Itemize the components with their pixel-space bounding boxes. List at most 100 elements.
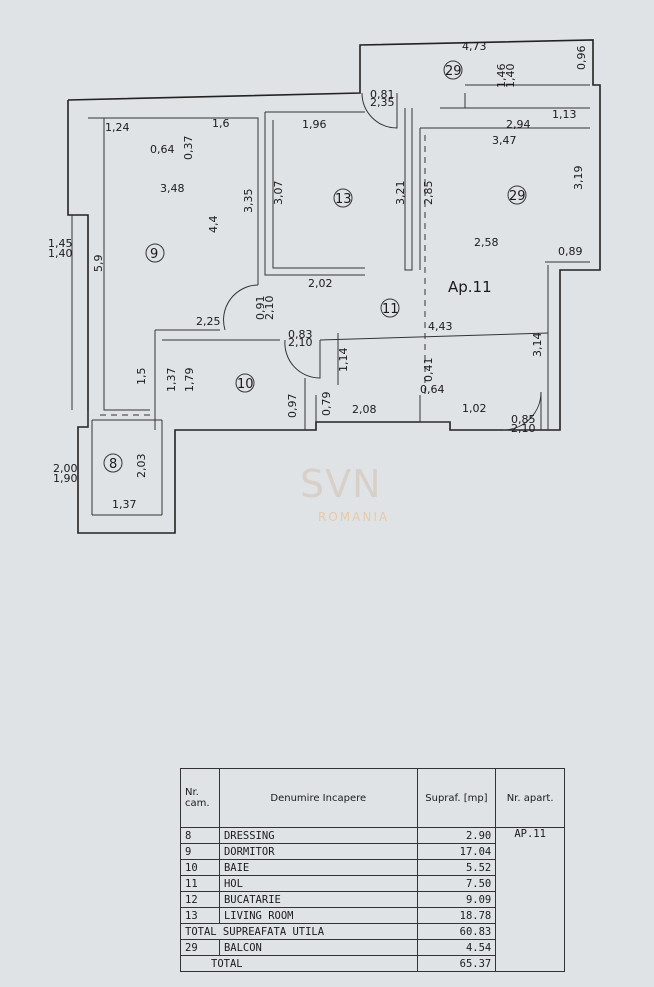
row-area: 4.54: [416, 939, 497, 956]
row-nr: 29: [180, 939, 220, 956]
room-number-13: 29: [509, 189, 526, 204]
dimension-label: 0,85: [511, 413, 536, 426]
dimension-label: 0,37: [182, 136, 195, 161]
walls: [67, 39, 601, 534]
dimension-label: 0,81: [370, 88, 395, 101]
dimension-label: 0,64: [420, 383, 445, 396]
dimension-label: 2,58: [474, 236, 499, 249]
dimension-label: 2,10: [263, 296, 276, 321]
room-number-12: 13: [335, 192, 352, 207]
dimension-label: 1,90: [53, 472, 78, 485]
room-numbers: 9 13 29 11 10 8 29 Ap.11: [103, 60, 527, 473]
dimension-label: 0,41: [422, 358, 435, 383]
dimension-label: 5,9: [92, 255, 105, 273]
dimension-label: 1,6: [212, 117, 230, 130]
dimension-label: 3,35: [242, 189, 255, 214]
dimension-label: 2,85: [422, 181, 435, 206]
room-number-8: 8: [109, 457, 117, 472]
dimension-label: 1,13: [552, 108, 577, 121]
row-name: DORMITOR: [218, 843, 418, 860]
row-name: BUCATARIE: [218, 891, 418, 908]
row-nr: 9: [180, 843, 220, 860]
partition-lines: [100, 135, 426, 416]
table-row: 11 HOL 7.50: [180, 875, 565, 892]
dimension-label: 1,40: [48, 247, 73, 260]
total-label: TOTAL: [180, 955, 418, 972]
row-nr: 11: [180, 875, 220, 892]
dimension-label: 4,43: [428, 320, 453, 333]
dimension-label: 4,73: [462, 40, 487, 53]
row-nr: 13: [180, 907, 220, 924]
watermark-logo-text: SVN: [300, 462, 382, 506]
row-name: BALCON: [218, 939, 418, 956]
row-name: HOL: [218, 875, 418, 892]
dimension-label: 1,5: [135, 368, 148, 386]
row-name: DRESSING: [218, 827, 418, 844]
header-apartment: Nr. apart.: [495, 768, 565, 828]
row-area: 7.50: [416, 875, 497, 892]
row-area: 17.04: [416, 843, 497, 860]
total-row: TOTAL 65.37: [180, 955, 565, 972]
row-area: 5.52: [416, 859, 497, 876]
table-row: 8 DRESSING 2.90 AP.11: [180, 827, 565, 972]
dimension-label: 4,4: [207, 216, 220, 234]
dimension-label: 1,14: [337, 348, 350, 373]
dimension-label: 2,08: [352, 403, 377, 416]
dimension-label: 2,94: [506, 118, 531, 131]
apartment-label: Ap.11: [448, 278, 492, 296]
row-area: 2.90: [416, 827, 497, 844]
watermark-logo-subtext: ROMANIA: [318, 510, 390, 524]
row-name: BAIE: [218, 859, 418, 876]
dimension-label: 3,48: [160, 182, 185, 195]
dimension-label: 3,19: [572, 166, 585, 191]
dimension-label: 1,40: [504, 64, 517, 89]
room-number-11: 11: [382, 302, 399, 317]
dimension-label: 3,21: [394, 181, 407, 206]
dimension-label: 2,25: [196, 315, 221, 328]
dimension-label: 1,46: [495, 64, 508, 89]
row-nr: 12: [180, 891, 220, 908]
dimension-label: 2,35: [370, 96, 395, 109]
row-area: 9.09: [416, 891, 497, 908]
dimension-label: 0,83: [288, 328, 313, 341]
dimension-label: 2,10: [511, 422, 536, 435]
dimension-label: 0,91: [254, 296, 267, 321]
table-row: 9 DORMITOR 17.04: [180, 843, 565, 860]
dimension-label: 1,37: [112, 498, 137, 511]
doors: [223, 92, 542, 431]
dimension-label: 2,00: [53, 462, 78, 475]
row-nr: 8: [180, 827, 220, 844]
total-util-label: TOTAL SUPREAFATA UTILA: [180, 923, 418, 940]
header-nr: Nr. cam.: [180, 768, 220, 828]
dimension-label: 3,07: [272, 181, 285, 206]
dimension-label: 1,96: [302, 118, 327, 131]
dimension-label: 1,45: [48, 237, 73, 250]
dimension-label: 0,64: [150, 143, 175, 156]
dimension-label: 0,96: [575, 46, 588, 71]
dimension-label: 1,24: [105, 121, 130, 134]
dimension-label: 2,02: [308, 277, 333, 290]
dimension-label: 1,79: [183, 368, 196, 393]
room-number-10: 10: [237, 377, 254, 392]
dimension-label: 1,02: [462, 402, 487, 415]
dimension-label: 0,89: [558, 245, 583, 258]
row-nr: 10: [180, 859, 220, 876]
dimension-label: 0,79: [320, 392, 333, 417]
dimension-label: 2,10: [288, 336, 313, 349]
room-number-29: 29: [445, 64, 462, 79]
apartment-cell: AP.11: [495, 827, 565, 972]
dimension-label: 3,47: [492, 134, 517, 147]
dimension-label: 1,37: [165, 368, 178, 393]
room-legend-table: Nr. cam. Denumire Incapere Supraf. [mp] …: [180, 768, 565, 972]
row-name: LIVING ROOM: [218, 907, 418, 924]
room-number-9: 9: [150, 247, 158, 262]
table-row: 29 BALCON 4.54: [180, 939, 565, 956]
dimension-label: 2,03: [135, 454, 148, 479]
row-area: 18.78: [416, 907, 497, 924]
total-value: 65.37: [416, 955, 497, 972]
header-area: Supraf. [mp]: [416, 768, 497, 828]
dimension-label: 3,14: [531, 333, 544, 358]
total-util-value: 60.83: [416, 923, 497, 940]
